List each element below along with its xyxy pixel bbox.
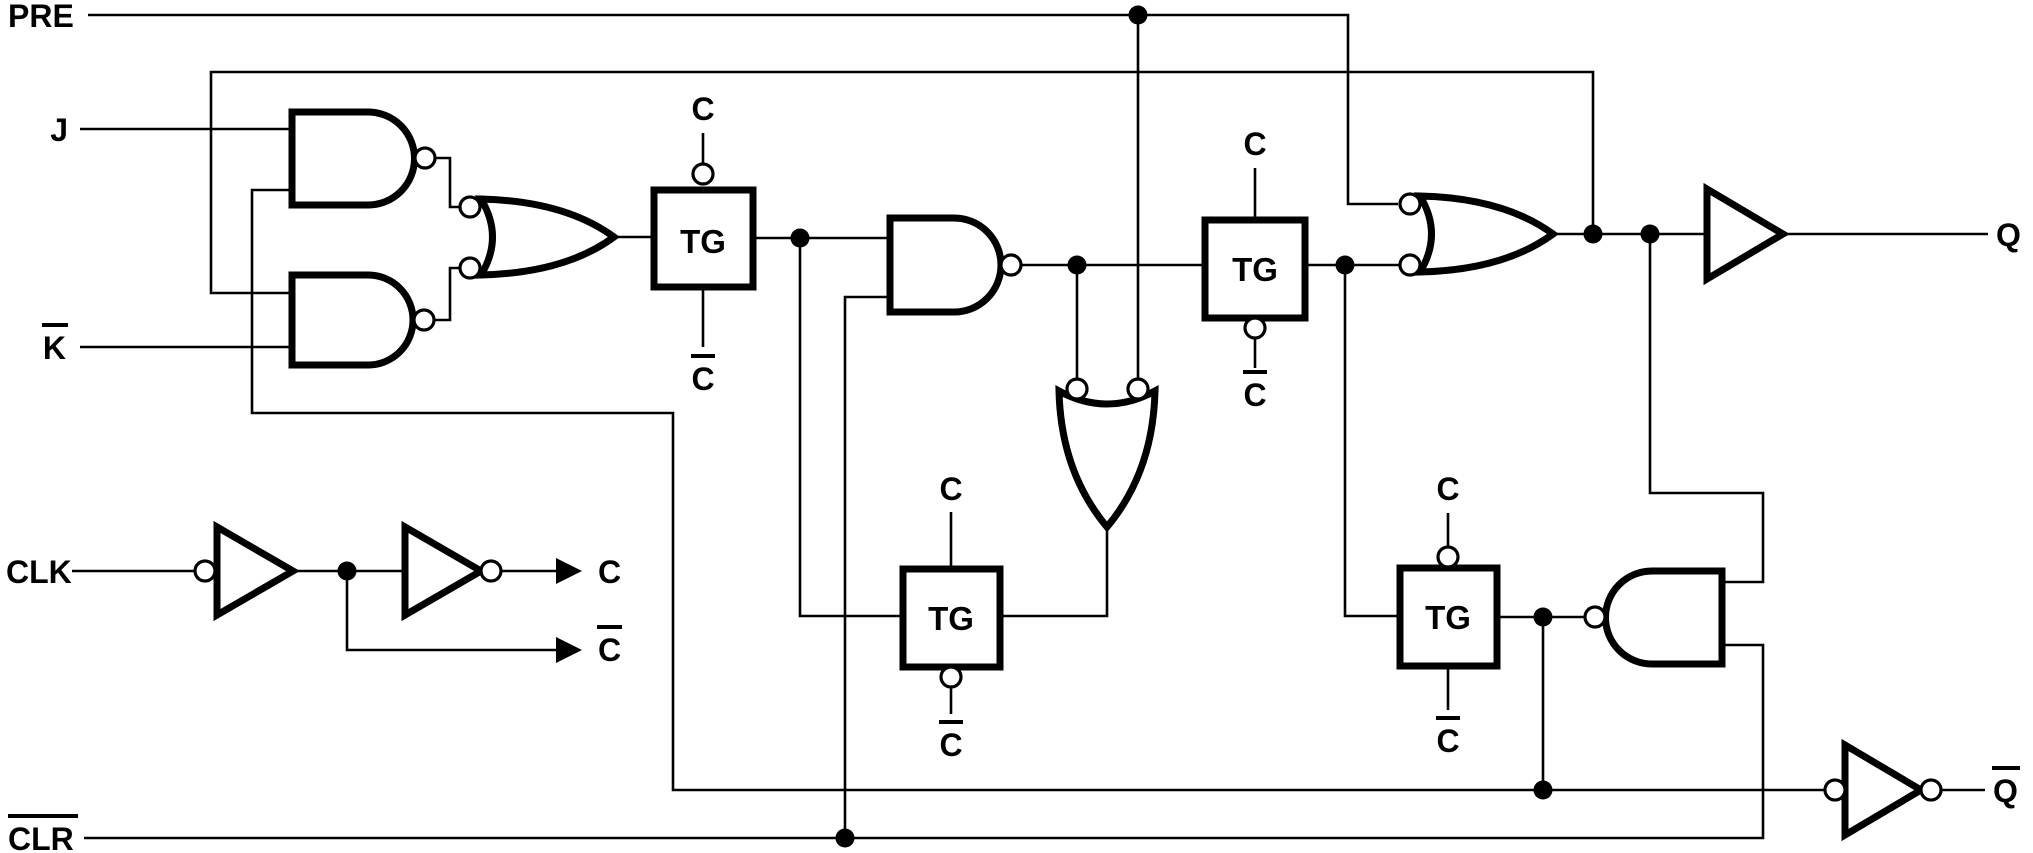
label-k: K xyxy=(43,330,66,366)
or1-master-input-gate xyxy=(474,195,620,279)
label-c-tg4: C xyxy=(1436,471,1459,507)
bubble-qbar-input xyxy=(1823,778,1847,802)
junction-dots xyxy=(337,5,1660,848)
wire-nand3-out-net xyxy=(1497,615,1585,790)
label-tg3: TG xyxy=(928,600,974,637)
qbar-inverter-triangle xyxy=(1841,738,1928,842)
tg4-box xyxy=(1396,564,1501,670)
wire-pre-net xyxy=(88,13,1398,379)
wire-or2-out-net xyxy=(1553,232,1765,584)
label-tg1: TG xyxy=(680,223,726,260)
label-tg4: TG xyxy=(1425,599,1471,636)
wire-nandk-to-or1 xyxy=(434,266,460,322)
bubble-or1-input-bottom xyxy=(458,256,482,280)
or3-master-feedback-gate xyxy=(1055,385,1159,533)
arrowheads xyxy=(556,558,582,663)
bubble-or2-input-top xyxy=(1398,192,1422,216)
bubble-qbar-output xyxy=(1919,778,1943,802)
label-c-main: C xyxy=(598,554,621,590)
bubble-tg1-c xyxy=(691,162,715,186)
wire-q-feedback-net xyxy=(209,70,1595,295)
inversion-bubbles xyxy=(193,146,1943,802)
nand3-slave-gate xyxy=(1602,567,1726,668)
junction-dot xyxy=(790,228,810,248)
label-clr: CLR xyxy=(8,821,74,853)
junction-dot xyxy=(835,828,855,848)
bubble-nand3-output xyxy=(1583,605,1607,629)
label-pre: PRE xyxy=(8,0,74,34)
or2-slave-gate xyxy=(1413,192,1559,276)
bubble-or1-input-top xyxy=(458,195,482,219)
label-cbar-main: C xyxy=(598,632,621,668)
label-c-tg1: C xyxy=(691,91,714,127)
q-buffer-triangle xyxy=(1703,182,1790,286)
bubble-clk-buffer-output xyxy=(479,559,503,583)
junction-dot xyxy=(1533,607,1553,627)
tg3-box xyxy=(899,565,1004,671)
wire-nand2-out-net xyxy=(1021,263,1205,379)
label-qbar: Q xyxy=(1993,773,2018,809)
junction-dot xyxy=(1583,224,1603,244)
label-clk: CLK xyxy=(6,554,72,590)
bubble-tg4-c xyxy=(1436,545,1460,569)
junction-dot xyxy=(1067,255,1087,275)
wire-clk-net xyxy=(72,569,556,652)
bubble-or2-input-bottom xyxy=(1398,253,1422,277)
bubble-clk-inverter-input xyxy=(193,559,217,583)
tg2-box xyxy=(1201,216,1309,322)
label-j: J xyxy=(50,112,68,148)
bubble-or3-input-left xyxy=(1065,377,1089,401)
nand2-master-gate xyxy=(886,214,1005,316)
arrow-c-out xyxy=(556,558,582,584)
wire-master-node-net xyxy=(753,236,903,618)
bubble-nandk-output xyxy=(412,308,436,332)
label-cbar-tg3: C xyxy=(939,727,962,763)
label-cbar-tg1: C xyxy=(691,361,714,397)
label-c-tg2: C xyxy=(1243,126,1266,162)
wire-clr-net xyxy=(84,643,1765,840)
gates xyxy=(213,108,1928,842)
junction-dot xyxy=(1335,255,1355,275)
label-cbar-tg4: C xyxy=(1436,723,1459,759)
junction-dot xyxy=(1533,780,1553,800)
clk-inverter-triangle xyxy=(213,520,300,622)
junction-dot xyxy=(337,561,357,581)
label-q: Q xyxy=(1996,217,2021,253)
bubble-nand2-output xyxy=(999,253,1023,277)
bubble-nandj-output xyxy=(413,146,437,170)
wire-nand2-clr-input xyxy=(843,295,890,838)
clk-buffer-triangle xyxy=(401,520,488,622)
wire-or3-out-net xyxy=(1000,527,1109,618)
labels: PRE J K CLK CLR C C TG TG TG TG C C C C … xyxy=(6,0,2021,853)
tg1-box xyxy=(650,186,757,291)
nand-j-gate xyxy=(288,108,418,209)
label-tg2: TG xyxy=(1232,251,1278,288)
junction-dot xyxy=(1640,224,1660,244)
bubble-tg2-cbar xyxy=(1243,316,1267,340)
wire-tg2-out-net xyxy=(1305,263,1400,618)
junction-dot xyxy=(1128,5,1148,25)
label-cbar-tg2: C xyxy=(1243,377,1266,413)
bubble-tg3-cbar xyxy=(939,665,963,689)
nand-k-gate xyxy=(288,271,417,369)
wire-nandj-to-or1 xyxy=(435,156,460,209)
bubble-or3-input-right xyxy=(1126,377,1150,401)
wire-qbar-node-net xyxy=(250,188,1825,792)
arrow-cbar-out xyxy=(556,637,582,663)
label-c-tg3: C xyxy=(939,471,962,507)
